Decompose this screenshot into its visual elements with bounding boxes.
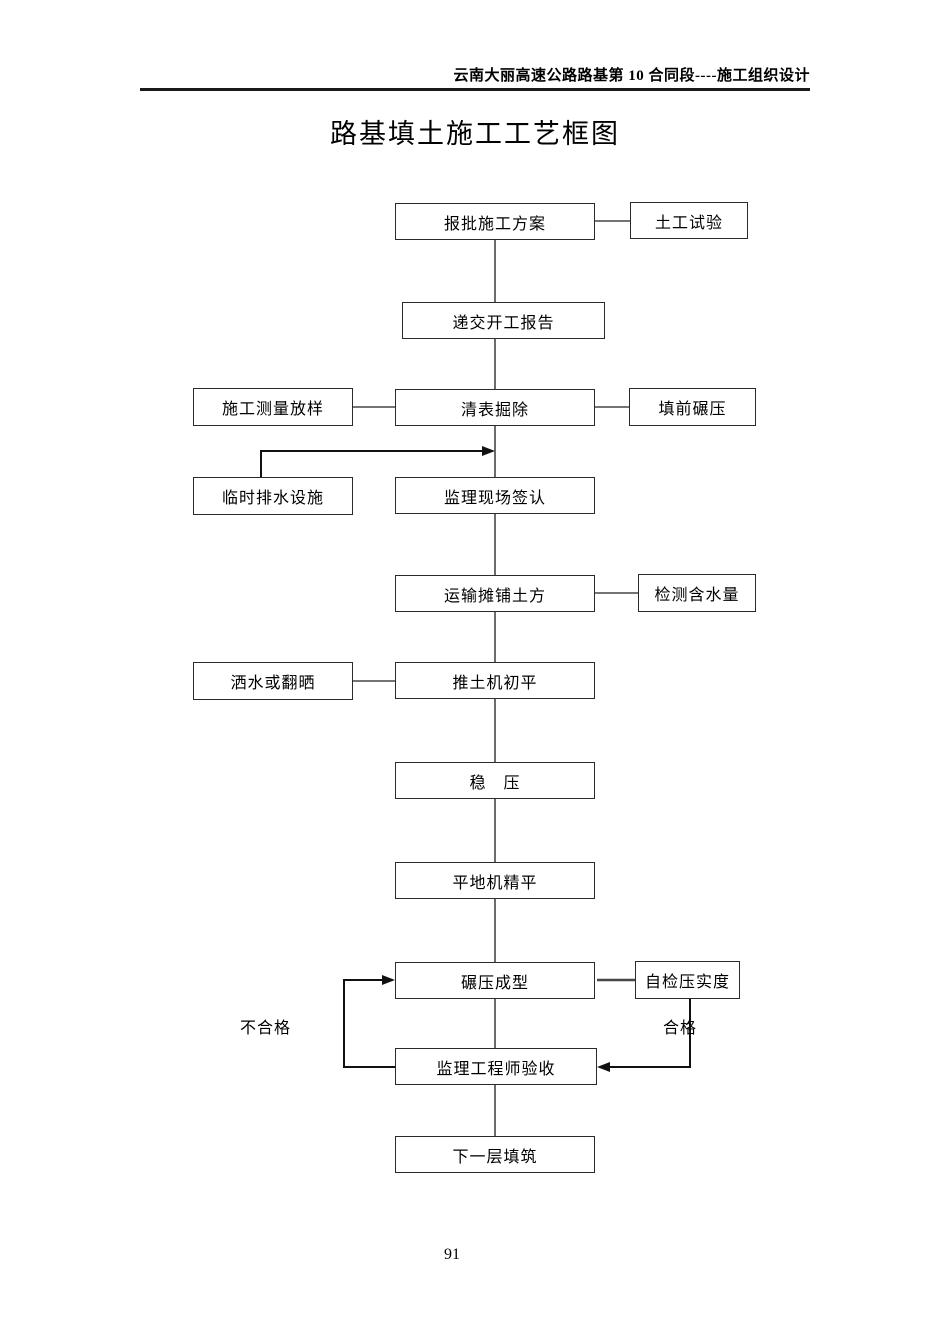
header-rule xyxy=(140,88,810,91)
edge-label-fail: 不合格 xyxy=(240,1020,292,1037)
flow-node-bulldozer-rough-leveling: 推土机初平 xyxy=(395,662,595,699)
flow-node-submit-construction-plan: 报批施工方案 xyxy=(395,203,595,240)
flow-node-submit-commencement-report: 递交开工报告 xyxy=(402,302,605,339)
flow-node-supervisor-site-confirmation: 监理现场签认 xyxy=(395,477,595,514)
document-header: 云南大丽高速公路路基第 10 合同段----施工组织设计 xyxy=(453,68,810,84)
flow-node-temporary-drainage: 临时排水设施 xyxy=(193,477,353,515)
flow-node-pre-fill-rolling: 填前碾压 xyxy=(629,388,756,426)
page-number: 91 xyxy=(444,1246,460,1263)
flow-node-grader-fine-leveling: 平地机精平 xyxy=(395,862,595,899)
flow-node-self-check-compaction: 自检压实度 xyxy=(635,961,740,999)
flow-node-rolling-forming: 碾压成型 xyxy=(395,962,595,999)
flow-node-moisture-test: 检测含水量 xyxy=(638,574,756,612)
flow-node-static-pressing: 稳 压 xyxy=(395,762,595,799)
flow-node-geotechnical-test: 土工试验 xyxy=(630,202,748,239)
flow-node-clearing-grubbing: 清表掘除 xyxy=(395,389,595,426)
flow-node-next-layer-filling: 下一层填筑 xyxy=(395,1136,595,1173)
edge-label-pass: 合格 xyxy=(663,1020,698,1037)
flow-node-haul-spread-earth: 运输摊铺土方 xyxy=(395,575,595,612)
flow-node-supervisor-acceptance: 监理工程师验收 xyxy=(395,1048,597,1085)
flow-node-survey-layout: 施工测量放样 xyxy=(193,388,353,426)
drainage-merge-arrow xyxy=(260,446,495,477)
page-title: 路基填土施工工艺框图 xyxy=(330,119,620,149)
fail-loop-arrow xyxy=(343,975,395,1068)
pass-arrow xyxy=(597,999,691,1072)
spine-connectors xyxy=(353,220,638,1136)
flow-node-water-or-dry: 洒水或翻晒 xyxy=(193,662,353,700)
